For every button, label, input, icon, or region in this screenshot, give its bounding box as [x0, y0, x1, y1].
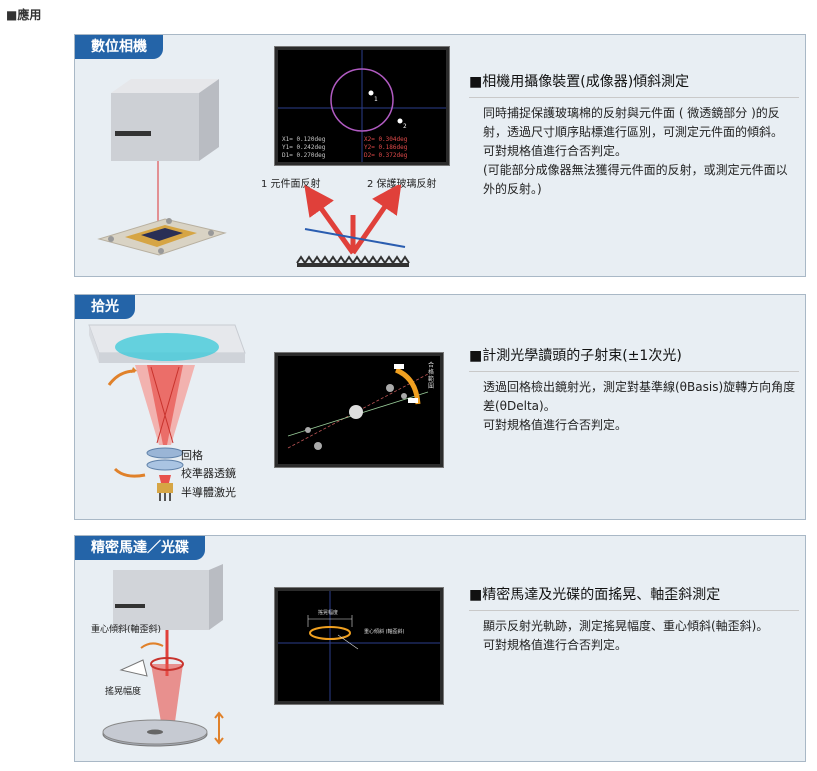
screen-3-graphic [278, 591, 440, 701]
reflection-diagram [296, 185, 410, 267]
pickup-illustration [88, 324, 246, 501]
readout-x1: X1= 0.120deg [282, 136, 326, 143]
page-heading: ■應用 [6, 6, 41, 23]
spot-2-label: 2 [403, 123, 407, 130]
glass-reflection-label: 2 保護玻璃反射 [367, 179, 437, 190]
element-reflection-label: 1 元件面反射 [261, 179, 321, 190]
camera-illustration [97, 79, 227, 256]
readout-left: X1= 0.120deg Y1= 0.242deg D1= 0.270deg [282, 136, 325, 160]
readout-x2: X2= 0.304deg [364, 136, 408, 143]
section-tab: 精密馬達／光碟 [75, 536, 205, 560]
readout-d2: D2= 0.372deg [364, 152, 408, 159]
section-1-description: ■相機用攝像裝置(成像器)傾斜測定 同時捕捉保護玻璃棉的反射與元件面 ( 微透鏡… [469, 71, 799, 199]
section-2-body-1: 透過回格檢出鏡射光，測定對基準線(θBasis)旋轉方向角度差(θDelta)。 [483, 380, 796, 413]
measurement-screen-1: 1 2 X1= 0.120deg Y1= 0.242deg D1= 0.270d… [275, 47, 449, 165]
section-precision-motor: 精密馬達／光碟 重心傾斜(軸歪斜) 搖晃幅度 搖晃幅度 重心傾斜 (軸歪斜) ■… [74, 535, 806, 762]
measurement-screen-3: 搖晃幅度 重心傾斜 (軸歪斜) [275, 588, 443, 704]
section-2-body-2: 可對規格值進行合否判定。 [483, 418, 628, 432]
section-2-title: ■計測光學讀頭的子射束(±1次光) [469, 345, 799, 372]
section-tab: 數位相機 [75, 35, 163, 59]
wobble-label: 搖晃幅度 [105, 687, 142, 697]
collimator-label: 校準器透鏡 [181, 467, 236, 480]
tilt-label: 重心傾斜(軸歪斜) [91, 625, 162, 635]
grating-label: 回格 [181, 449, 203, 462]
readout-y2: Y2= 0.186deg [364, 144, 408, 151]
pass-range-label: 合格範圍 [428, 362, 435, 390]
section-3-body-1: 顯示反射光軌跡，測定搖晃幅度、重心傾斜(軸歪斜)。 [483, 619, 769, 633]
measurement-screen-2: 合格範圍 [275, 353, 443, 467]
section-2-description: ■計測光學讀頭的子射束(±1次光) 透過回格檢出鏡射光，測定對基準線(θBasi… [469, 345, 799, 435]
section-optical-pickup: 拾光 回格 校準器透鏡 半導體激光 合 [74, 294, 806, 520]
page-heading-label: ■應用 [6, 8, 42, 22]
section-digital-camera: 數位相機 1 2 X1= 0.120deg Y1= 0.242deg D1= 0… [74, 34, 806, 277]
screen-wobble-label: 搖晃幅度 [318, 610, 339, 616]
section-3-description: ■精密馬達及光碟的面搖晃、軸歪斜測定 顯示反射光軌跡，測定搖晃幅度、重心傾斜(軸… [469, 584, 799, 655]
laser-label: 半導體激光 [181, 486, 236, 499]
section-3-body-2: 可對規格值進行合否判定。 [483, 638, 628, 652]
section-1-title: ■相機用攝像裝置(成像器)傾斜測定 [469, 71, 799, 98]
section-1-body-3: (可能部分成像器無法獲得元件面的反射，或測定元件面以外的反射。) [483, 163, 788, 196]
screen-1-graphic [278, 50, 446, 162]
section-3-title: ■精密馬達及光碟的面搖晃、軸歪斜測定 [469, 584, 799, 611]
section-tab: 拾光 [75, 295, 135, 319]
section-1-body-1: 同時捕捉保護玻璃棉的反射與元件面 ( 微透鏡部分 )的反射，透過尺寸順序貼標進行… [483, 106, 784, 139]
readout-right: X2= 0.304deg Y2= 0.186deg D2= 0.372deg [364, 136, 407, 160]
spot-1-label: 1 [374, 96, 378, 103]
readout-d1: D1= 0.270deg [282, 152, 326, 159]
screen-tilt-label: 重心傾斜 (軸歪斜) [364, 629, 405, 635]
readout-y1: Y1= 0.242deg [282, 144, 326, 151]
motor-illustration [102, 564, 224, 747]
section-1-body-2: 可對規格值進行合否判定。 [483, 144, 628, 158]
screen-2-graphic [287, 364, 429, 450]
